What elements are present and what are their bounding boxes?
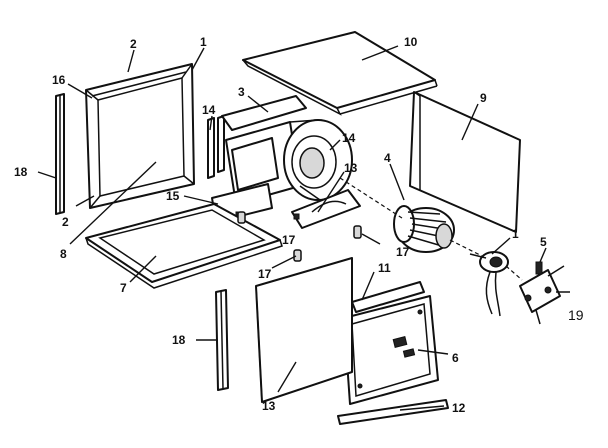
- callout-1-right: 1: [512, 227, 519, 241]
- callout-13-top: 13: [344, 161, 358, 175]
- callout-7: 7: [120, 281, 127, 295]
- assembly-lines: [339, 177, 523, 281]
- part-mount-plate: [291, 189, 361, 229]
- callout-14-right: 14: [342, 131, 356, 145]
- part-blower-wheel: [393, 205, 455, 253]
- part-base-rail: [337, 399, 449, 425]
- leader-lines: [37, 45, 547, 411]
- callout-9: 9: [480, 91, 487, 105]
- callout-12: 12: [452, 401, 466, 415]
- callout-8: 8: [60, 247, 67, 261]
- part-motor: [469, 251, 509, 317]
- callout-17-right: 17: [396, 245, 410, 259]
- callout-2-left: 2: [62, 215, 69, 229]
- part-top-panel: [242, 31, 438, 116]
- part-fittings: [237, 211, 362, 262]
- part-bottom-tray: [85, 203, 283, 289]
- part-left-strip: [55, 93, 65, 215]
- callout-19: 19: [568, 307, 584, 323]
- part-lower-strip: [215, 289, 229, 391]
- callout-11: 11: [378, 261, 391, 275]
- part-right-panel: [409, 91, 521, 233]
- callout-16: 16: [52, 73, 66, 87]
- callout-17-mid: 17: [282, 233, 296, 247]
- callout-17-left: 17: [258, 267, 272, 281]
- part-blower-housing: [221, 95, 353, 205]
- callout-2-top: 2: [130, 37, 137, 51]
- part-access-door: [343, 295, 439, 405]
- callout-1-top: 1: [200, 35, 207, 49]
- callout-13-bottom: 13: [262, 399, 276, 413]
- part-motor-mount: [519, 261, 570, 325]
- callout-labels: 2 1 16 10 3 9 14 14 18 15 13 4 2 8 17 7 …: [14, 35, 584, 415]
- callout-5: 5: [540, 235, 547, 249]
- callout-18-top: 18: [14, 165, 28, 179]
- part-front-frame: [85, 63, 195, 209]
- part-access-strip: [351, 281, 425, 313]
- callout-15: 15: [166, 189, 180, 203]
- callout-6: 6: [452, 351, 459, 365]
- callout-4: 4: [384, 151, 391, 165]
- part-front-panel: [255, 257, 353, 403]
- callout-10: 10: [404, 35, 418, 49]
- callout-3: 3: [238, 85, 245, 99]
- callout-18-bottom: 18: [172, 333, 186, 347]
- callout-14-left: 14: [202, 103, 216, 117]
